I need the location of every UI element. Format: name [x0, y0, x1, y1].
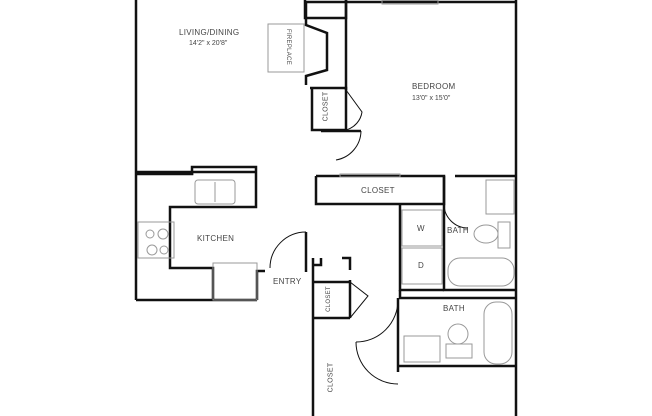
bath-2-label: BATH — [443, 304, 465, 313]
dryer-label: D — [418, 261, 425, 270]
entry-closet-label: CLOSET — [325, 286, 332, 312]
bedroom-closet-label: CLOSET — [361, 186, 395, 195]
kitchen-label: KITCHEN — [197, 234, 235, 243]
bath-1-label: BATH — [447, 226, 469, 235]
entry-label: ENTRY — [273, 277, 302, 286]
fireplace-label: FIREPLACE — [285, 28, 292, 66]
living-closet-label: CLOSET — [322, 91, 330, 122]
living-dining-label: LIVING/DINING — [179, 28, 240, 37]
living-dining-dimensions: 14'2" x 20'8" — [189, 40, 228, 47]
bedroom-dimensions: 13'0" x 15'0" — [412, 95, 451, 102]
washer-label: W — [417, 224, 425, 233]
bedroom-label: BEDROOM — [412, 82, 456, 91]
hall-closet-label: CLOSET — [327, 362, 335, 393]
